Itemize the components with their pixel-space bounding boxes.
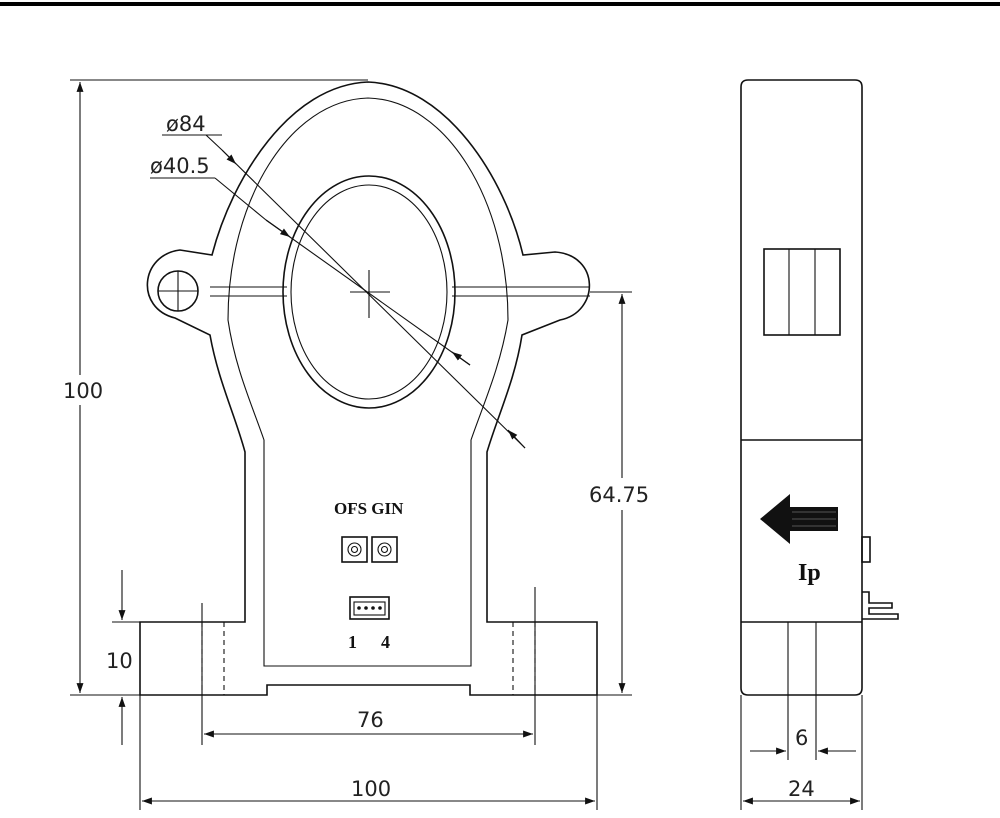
gin-potentiometer-dial [377,542,392,557]
height-label: 100 [63,379,103,403]
connector-pin-1-label: 1 [348,632,357,652]
outer-diameter-label: ø84 [166,112,206,136]
aperture-outer [282,175,456,409]
connector-pin-2 [364,606,368,610]
front-view: ø84 ø40.5 OFS GIN 1 4 100 [63,79,649,810]
connector-pin-1 [357,606,361,610]
side-potentiometer-bump [861,536,871,563]
inner-diameter-leader [265,219,471,366]
inner-diameter-arrow [265,219,291,238]
slot-width-label: 6 [795,726,808,750]
mount-spacing-label: 76 [357,708,384,732]
inner-diameter-underline-diag [214,177,267,221]
connector-pin-3 [371,606,375,610]
outer-diameter-leader [221,149,526,449]
body-inner-outline [227,97,509,667]
connector [349,596,390,620]
ofs-potentiometer [341,536,368,563]
thickness-label: 24 [788,777,815,801]
outer-diameter-arrow-2 [507,429,526,449]
connector-inner [353,601,386,616]
side-label-area [763,248,841,336]
side-body-outline [740,79,863,696]
width-label: 100 [351,777,391,801]
outer-diameter-underline-diag [205,134,223,151]
ofs-potentiometer-dial [347,542,362,557]
aperture-inner [290,184,448,400]
gin-potentiometer [371,536,398,563]
side-view: Ip 6 24 [740,79,899,810]
connector-pin-4 [378,606,382,610]
gin-potentiometer-dial-inner [380,545,389,554]
ofs-potentiometer-dial-inner [350,545,359,554]
current-direction-label: Ip [798,560,821,586]
connector-pin-4-label: 4 [381,632,390,652]
inner-diameter-arrow-2 [451,351,471,366]
side-connector-pins [862,591,899,620]
hole-height-label: 64.75 [589,483,649,507]
inner-diameter-label: ø40.5 [150,154,210,178]
base-height-label: 10 [106,649,133,673]
outer-diameter-arrow [221,149,237,165]
potentiometer-label: OFS GIN [334,499,404,518]
body-outline [139,81,598,696]
